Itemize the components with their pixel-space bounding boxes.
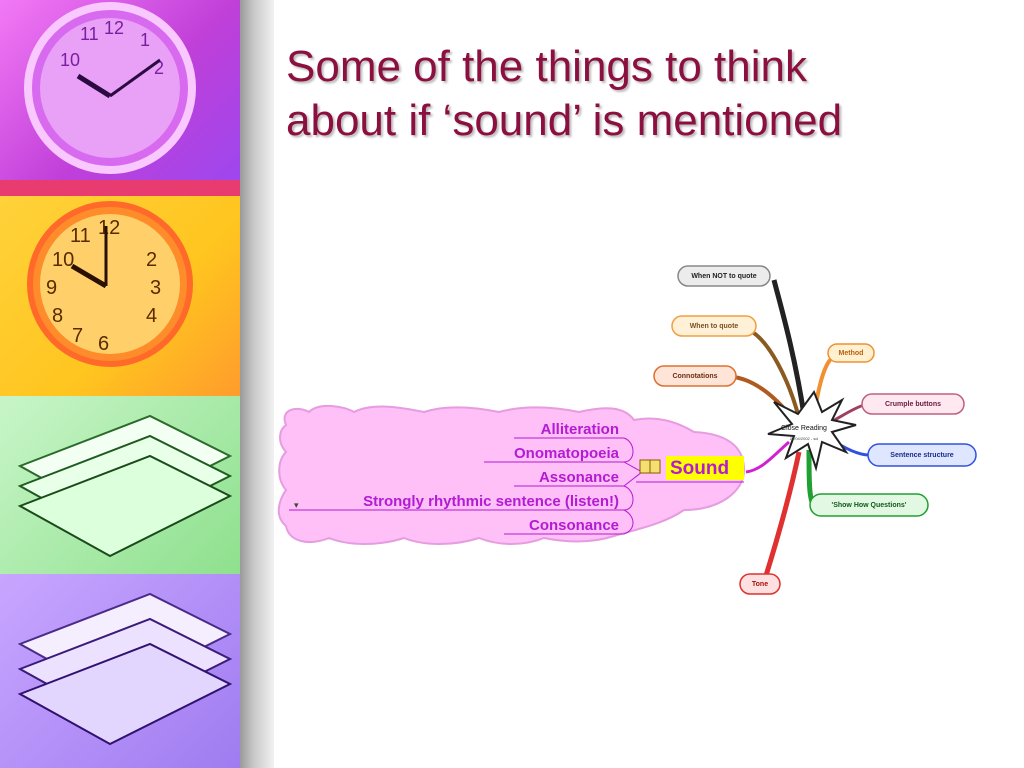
branch-when-not-to-quote: When NOT to quote (677, 265, 771, 287)
sound-label: Sound (670, 458, 729, 479)
papers-icon-purple (17, 592, 233, 746)
sound-item-5: Consonance (529, 517, 619, 534)
svg-text:10: 10 (60, 50, 80, 70)
sound-item-2: Onomatopoeia (514, 445, 620, 462)
clock-photo-orange: 12 11 2 10 9 3 8 4 7 6 (0, 196, 240, 396)
branch-label-method: Method (839, 350, 864, 357)
sound-item-3: Assonance (539, 469, 619, 486)
svg-text:9: 9 (46, 277, 57, 299)
branch-show-how-questions: 'Show How Questions' (809, 493, 929, 517)
branch-connotations: Connotations (653, 365, 737, 387)
sound-item-1: Alliteration (541, 421, 619, 438)
svg-text:12: 12 (104, 18, 124, 38)
branch-label-tone: Tone (752, 581, 768, 588)
pin-icon: ▾ (294, 501, 299, 511)
papers-photo-purple (0, 574, 240, 768)
svg-text:11: 11 (70, 225, 91, 247)
book-icon (639, 459, 661, 474)
svg-text:10: 10 (52, 249, 74, 271)
branch-label-crumple-buttons: Crumple buttons (885, 401, 941, 408)
svg-text:3: 3 (150, 277, 161, 299)
svg-text:11: 11 (80, 24, 99, 44)
branch-label-when-to-quote: When to quote (690, 323, 739, 330)
central-label: Close Reading (781, 425, 827, 432)
sound-node: Sound (636, 456, 744, 483)
branch-label-show-how-questions: 'Show How Questions' (832, 502, 907, 509)
svg-text:6: 6 (98, 333, 109, 355)
sound-item-4: Strongly rhythmic sentence (listen!) (363, 493, 619, 510)
branch-line-sound (745, 440, 790, 474)
papers-photo-green (0, 396, 240, 574)
svg-text:4: 4 (146, 305, 157, 327)
clock-icon-orange: 12 11 2 10 9 3 8 4 7 6 (27, 201, 193, 367)
branch-crumple-buttons: Crumple buttons (861, 393, 965, 415)
slide-title: Some of the things to think about if ‘so… (286, 40, 1006, 148)
central-node: Close Reading 27/04/2002 - scl (767, 389, 857, 472)
branch-label-connotations: Connotations (672, 373, 717, 380)
branch-sentence-structure: Sentence structure (867, 443, 977, 467)
svg-text:7: 7 (72, 325, 83, 347)
branch-label-sentence-structure: Sentence structure (890, 452, 954, 459)
svg-text:1: 1 (140, 30, 150, 50)
branch-method: Method (827, 343, 875, 363)
clock-icon-purple: 11 12 1 10 2 (24, 2, 196, 174)
title-line-2: about if ‘sound’ is mentioned (286, 96, 843, 145)
svg-text:2: 2 (146, 249, 157, 271)
branch-label-when-not-to-quote: When NOT to quote (691, 273, 756, 280)
svg-text:2: 2 (154, 58, 164, 78)
title-line-1: Some of the things to think (286, 42, 807, 91)
branch-when-to-quote: When to quote (671, 315, 757, 337)
branch-line-when-to-quote (747, 328, 801, 419)
branch-line-when-not-to-quote (771, 279, 807, 416)
mind-map-diagram: Alliteration Onomatopoeia Assonance Stro… (274, 180, 1024, 685)
mind-map-canvas: Alliteration Onomatopoeia Assonance Stro… (277, 265, 977, 595)
papers-icon-green (17, 414, 233, 558)
decorative-photo-strip: 11 12 1 10 2 12 11 2 10 9 3 8 4 7 6 (0, 0, 240, 768)
branch-tone: Tone (739, 573, 781, 595)
central-sublabel: 27/04/2002 - scl (790, 436, 819, 441)
svg-text:8: 8 (52, 305, 63, 327)
strip-shadow (240, 0, 274, 768)
svg-text:12: 12 (98, 217, 120, 239)
branch-line-tone (761, 451, 802, 583)
clock-photo-purple: 11 12 1 10 2 (0, 0, 240, 196)
